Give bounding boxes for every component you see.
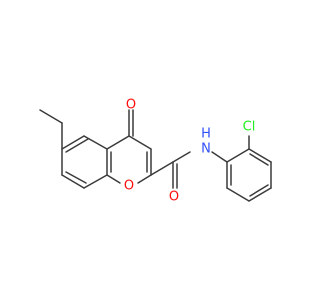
molecule-canvas: O O O N H Cl	[39, 98, 272, 205]
bond	[106, 135, 130, 150]
bond	[137, 174, 152, 184]
bond	[61, 135, 85, 150]
molecule-structure: O O O N H Cl	[39, 98, 272, 205]
carbonyl-oxygen-label: O	[126, 98, 136, 113]
bond	[226, 187, 250, 202]
bond	[83, 135, 108, 150]
bond	[249, 184, 269, 197]
bond	[83, 174, 108, 189]
bond	[128, 135, 152, 150]
bond	[39, 109, 63, 124]
amide-hydrogen-label: H	[201, 127, 211, 142]
bond	[248, 148, 272, 163]
chlorine-label: Cl	[243, 120, 256, 135]
bond	[61, 174, 85, 189]
bond	[249, 153, 269, 166]
bond	[150, 161, 174, 176]
bond	[65, 138, 89, 153]
amide-oxygen-label: O	[169, 190, 179, 205]
bond	[65, 171, 87, 184]
bond	[211, 151, 228, 163]
ring-oxygen-label: O	[124, 179, 134, 194]
bond	[226, 148, 250, 163]
bond	[106, 174, 121, 184]
bond	[172, 151, 191, 163]
bond	[248, 187, 272, 202]
amide-nitrogen-label: N	[201, 142, 211, 157]
